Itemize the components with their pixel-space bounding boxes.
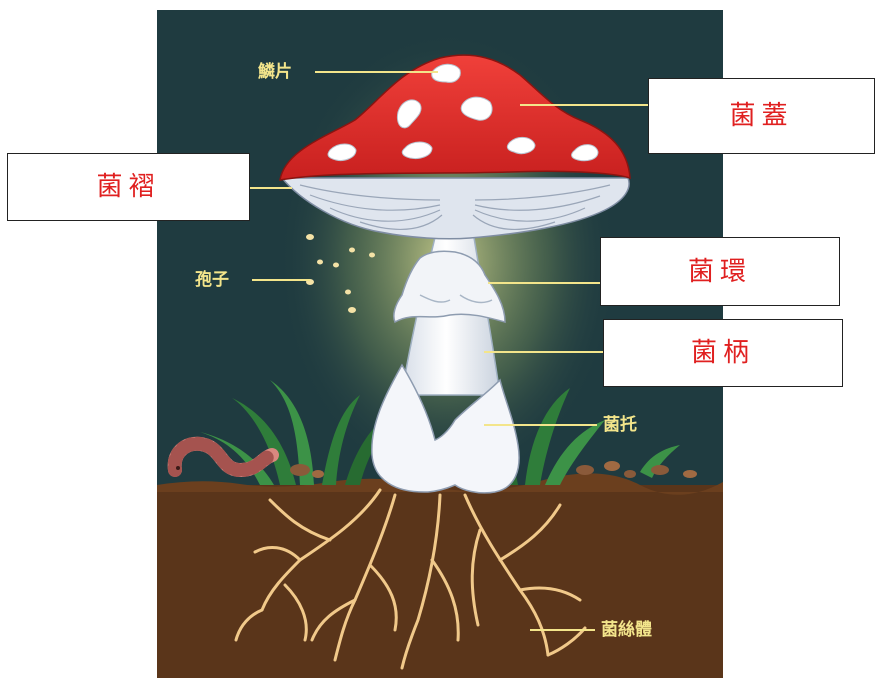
pebbles (290, 461, 697, 478)
label-mycelium: 菌絲體 (601, 620, 652, 640)
label-gills-text: 菌褶 (96, 172, 161, 202)
label-box-gills: 菌褶 (7, 153, 250, 221)
label-box-cap: 菌蓋 (648, 78, 875, 154)
mushroom-volva (371, 363, 520, 494)
label-stem-text: 菌柄 (690, 338, 755, 368)
gill-lines (299, 184, 611, 230)
label-box-stem: 菌柄 (603, 319, 843, 387)
earthworm (167, 436, 279, 478)
soil (157, 485, 723, 678)
leader-lines (250, 71, 648, 631)
label-cap-text: 菌蓋 (729, 101, 794, 131)
mycelium-roots (234, 488, 587, 670)
cap-scales (327, 63, 599, 162)
mushroom-gills (280, 177, 630, 240)
label-spores: 孢子 (195, 270, 229, 290)
label-ring-text: 菌環 (687, 256, 752, 287)
mushroom-ring (393, 250, 506, 324)
label-box-ring: 菌環 (600, 237, 840, 306)
label-scales: 鱗片 (258, 62, 292, 82)
label-volva: 菌托 (603, 415, 637, 435)
spores (306, 234, 375, 313)
mushroom-cap (279, 54, 631, 181)
soil-edge (157, 473, 723, 495)
